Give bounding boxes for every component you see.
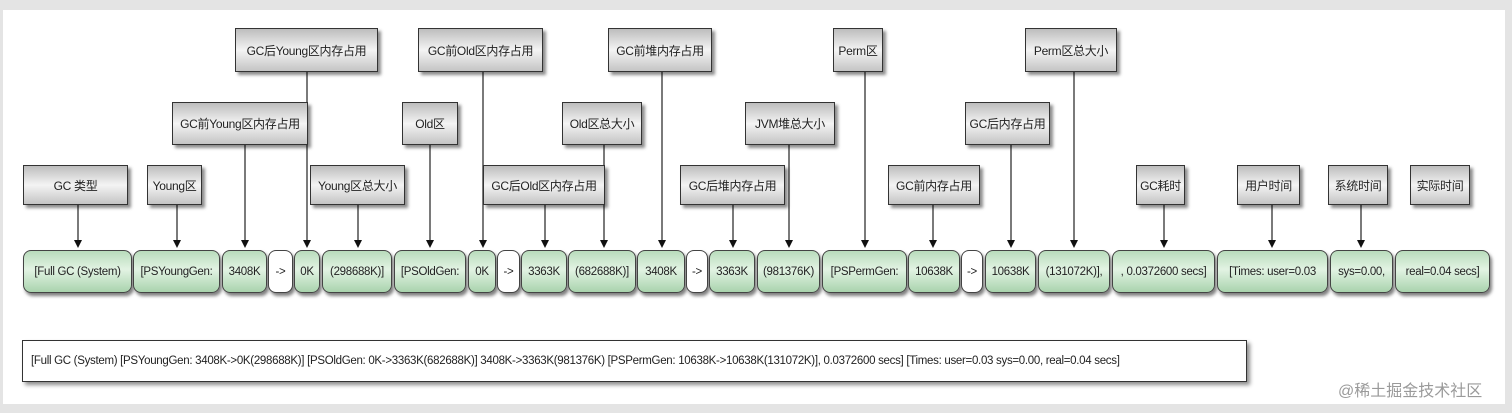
- annotation-label: Old区总大小: [562, 102, 642, 145]
- arrowhead-icon: [600, 240, 608, 248]
- arrowhead-icon: [861, 240, 869, 248]
- log-token-cell: [PSOldGen:: [394, 250, 466, 293]
- annotation-label: GC前内存占用: [888, 165, 980, 205]
- log-token-cell: [Times: user=0.03: [1217, 250, 1328, 293]
- annotation-label: Young区: [147, 165, 202, 205]
- log-token-cell: [Full GC (System): [23, 250, 132, 293]
- arrowhead-icon: [929, 240, 937, 248]
- log-token-cell: 0K: [468, 250, 496, 293]
- arrowhead-icon: [354, 240, 362, 248]
- annotation-label: 实际时间: [1410, 165, 1470, 205]
- annotation-label: 系统时间: [1328, 165, 1388, 205]
- log-token-cell: (131072K)],: [1038, 250, 1110, 293]
- log-token-cell: [PSPermGen:: [822, 250, 907, 293]
- annotation-label: Perm区: [833, 28, 883, 72]
- diagram-panel: [3, 10, 1505, 404]
- arrowhead-icon: [658, 240, 666, 248]
- log-token-cell: real=0.04 secs]: [1395, 250, 1490, 293]
- arrowhead-icon: [303, 240, 311, 248]
- log-token-cell: 3363K: [709, 250, 755, 293]
- arrow-token-cell: ->: [961, 250, 983, 293]
- arrowhead-icon: [1070, 240, 1078, 248]
- annotation-label: GC后Young区内存占用: [235, 28, 378, 72]
- watermark: @稀土掘金技术社区: [1338, 383, 1483, 400]
- annotation-label: GC 类型: [23, 165, 128, 205]
- log-token-cell: 10638K: [908, 250, 960, 293]
- arrowhead-icon: [729, 240, 737, 248]
- arrowhead-icon: [1007, 240, 1015, 248]
- annotation-label: 用户时间: [1237, 165, 1300, 205]
- annotation-label: GC前Old区内存占用: [418, 28, 543, 72]
- log-token-cell: , 0.0372600 secs]: [1112, 250, 1215, 293]
- log-token-cell: 3408K: [637, 250, 685, 293]
- log-token-cell: 3408K: [222, 250, 267, 293]
- annotation-label: Old区: [402, 102, 458, 145]
- arrowhead-icon: [785, 240, 793, 248]
- log-token-cell: (981376K): [757, 250, 820, 293]
- arrow-token-cell: ->: [268, 250, 293, 293]
- annotation-label: Young区总大小: [310, 165, 405, 205]
- annotation-label: GC后内存占用: [965, 102, 1050, 145]
- arrowhead-icon: [541, 240, 549, 248]
- log-token-cell: 0K: [294, 250, 320, 293]
- annotation-label: GC前堆内存占用: [608, 28, 712, 72]
- log-token-cell: 10638K: [985, 250, 1036, 293]
- annotation-label: GC后Old区内存占用: [483, 165, 605, 205]
- log-token-cell: 3363K: [521, 250, 567, 293]
- arrowhead-icon: [74, 240, 82, 248]
- arrow-token-cell: ->: [497, 250, 520, 293]
- arrowhead-icon: [426, 240, 434, 248]
- annotation-label: JVM堆总大小: [745, 102, 835, 145]
- arrowhead-icon: [479, 240, 487, 248]
- annotation-label: GC前Young区内存占用: [172, 102, 308, 145]
- arrow-token-cell: ->: [686, 250, 708, 293]
- raw-log-box: [Full GC (System) [PSYoungGen: 3408K->0K…: [22, 340, 1247, 382]
- log-token-cell: sys=0.00,: [1330, 250, 1393, 293]
- annotation-label: GC后堆内存占用: [680, 165, 785, 205]
- arrowhead-icon: [173, 240, 181, 248]
- annotation-label: GC耗时: [1136, 165, 1185, 205]
- log-token-cell: (298688K)]: [322, 250, 392, 293]
- arrowhead-icon: [1268, 240, 1276, 248]
- log-token-cell: (682688K)]: [568, 250, 636, 293]
- arrowhead-icon: [1160, 240, 1168, 248]
- arrowhead-icon: [1357, 240, 1365, 248]
- arrowhead-icon: [241, 240, 249, 248]
- log-token-cell: [PSYoungGen:: [133, 250, 220, 293]
- annotation-label: Perm区总大小: [1025, 28, 1117, 72]
